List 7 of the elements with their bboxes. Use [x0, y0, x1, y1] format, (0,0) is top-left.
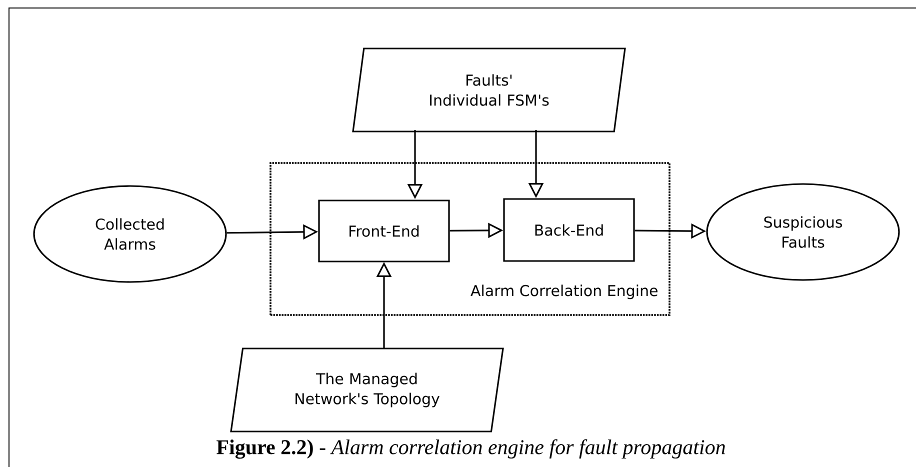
group-label: Alarm Correlation Engine — [470, 284, 658, 300]
data-parallelogram: Faults' Individual FSM's — [352, 48, 626, 132]
process-box: Back-End — [503, 198, 635, 262]
process-box: Front-End — [318, 200, 450, 262]
caption: Figure 2.2) - Alarm correlation engine for fault propagation — [216, 439, 725, 459]
data-parallelogram: The Managed Network's Topology — [230, 348, 504, 432]
dotted-group-box — [270, 162, 670, 316]
